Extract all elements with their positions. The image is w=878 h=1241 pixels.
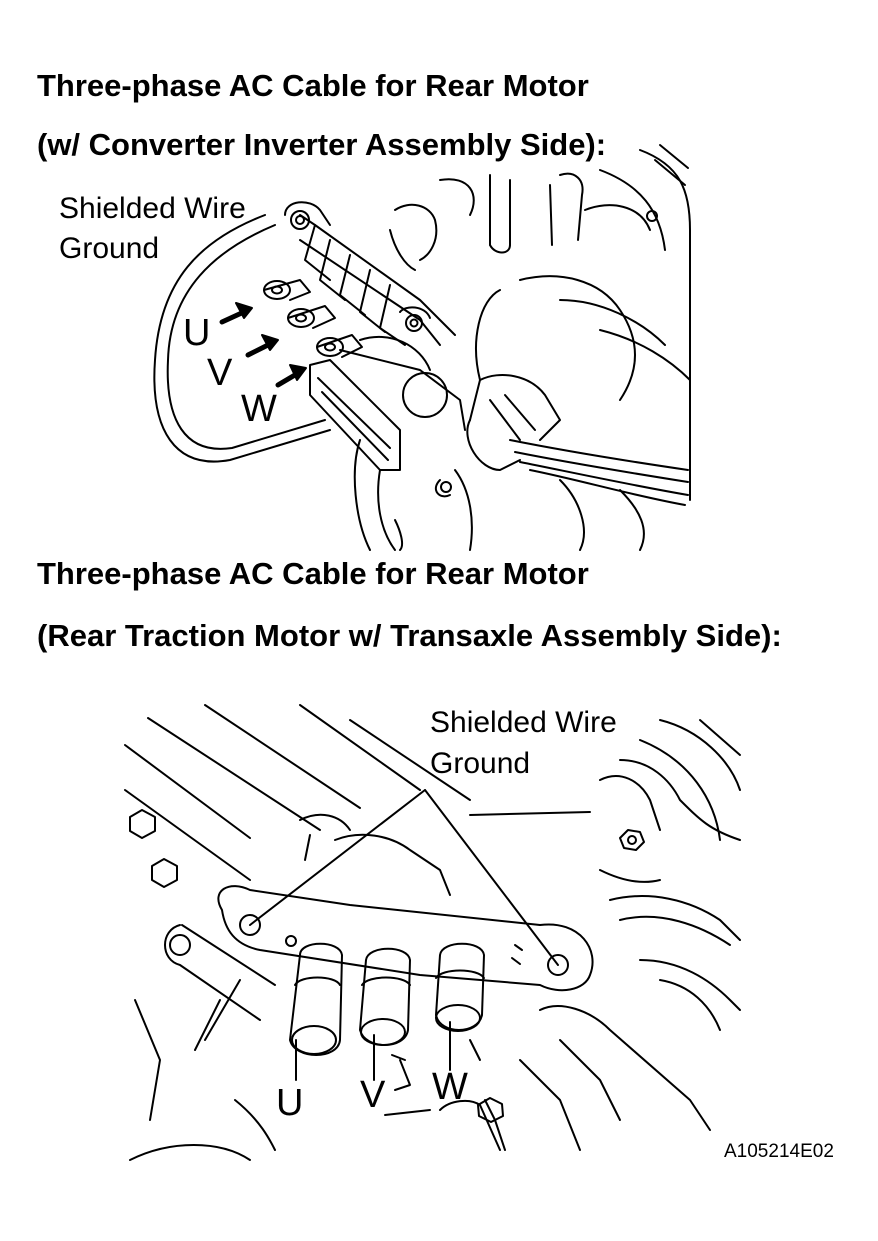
figure1-heading-line2: (w/ Converter Inverter Assembly Side): (37, 127, 607, 162)
figure2-heading-line2: (Rear Traction Motor w/ Transaxle Assemb… (37, 618, 782, 653)
figure1-terminal-v-label: V (207, 352, 233, 394)
figure2-terminal-v-label: V (360, 1074, 386, 1116)
figure1-shielded-wire-label: Shielded Wire (59, 192, 246, 225)
figure2-terminal-u-label: U (276, 1082, 304, 1124)
figure-code: A105214E02 (724, 1141, 834, 1162)
figure2-heading-line1: Three-phase AC Cable for Rear Motor (37, 556, 589, 591)
figure2-terminal-w-label: W (432, 1066, 468, 1108)
figure2-shielded-wire-label: Shielded Wire (430, 706, 617, 739)
figure1-terminal-u-label: U (183, 312, 211, 354)
figure1-heading-line1: Three-phase AC Cable for Rear Motor (37, 68, 589, 103)
figure1-terminal-w-label: W (241, 388, 277, 430)
figure2-ground-label: Ground (430, 747, 531, 780)
figure1-ground-label: Ground (59, 232, 160, 265)
